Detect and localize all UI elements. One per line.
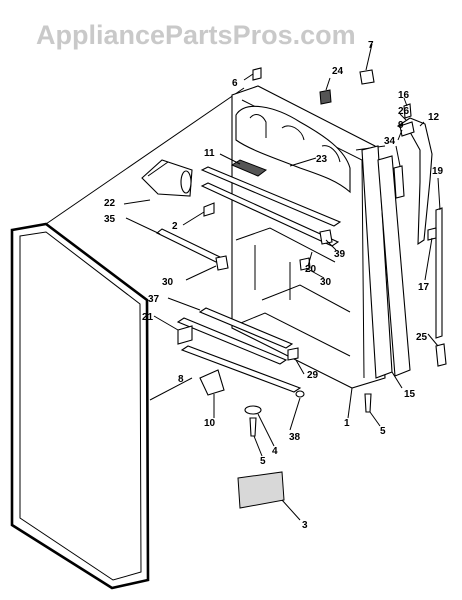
perspective-line bbox=[45, 87, 245, 225]
part-7-bushing bbox=[359, 69, 375, 85]
door-liner bbox=[231, 85, 386, 389]
part-10-handle-bracket bbox=[199, 369, 225, 396]
callout-20: 20 bbox=[305, 264, 317, 275]
part-6-screw bbox=[252, 67, 262, 81]
callout-5-bottom: 5 bbox=[260, 456, 266, 467]
callout-9: 9 bbox=[398, 120, 404, 131]
callout-8: 8 bbox=[178, 374, 184, 385]
callout-16: 16 bbox=[398, 90, 410, 101]
callout-30-right: 30 bbox=[320, 277, 332, 288]
part-21-bracket bbox=[177, 325, 193, 345]
callout-22: 22 bbox=[104, 198, 116, 209]
callout-3: 3 bbox=[302, 520, 308, 531]
callout-24: 24 bbox=[332, 66, 344, 77]
shelf-bars bbox=[155, 166, 342, 393]
part-4-hinge bbox=[244, 405, 262, 415]
part-5-screw-right bbox=[364, 393, 372, 413]
callout-17: 17 bbox=[418, 282, 430, 293]
callout-1: 1 bbox=[344, 418, 350, 429]
callout-labels: 6 7 24 16 26 12 9 34 19 11 23 22 35 2 39… bbox=[104, 40, 444, 531]
callout-10: 10 bbox=[204, 418, 216, 429]
callout-35: 35 bbox=[104, 214, 116, 225]
callout-38: 38 bbox=[289, 432, 301, 443]
part-29-clip bbox=[287, 347, 299, 361]
part-3-grille bbox=[237, 471, 285, 509]
callout-30-left: 30 bbox=[162, 277, 174, 288]
hinge-assembly bbox=[393, 103, 447, 367]
callout-37: 37 bbox=[148, 294, 160, 305]
callout-39: 39 bbox=[334, 249, 346, 260]
part-39-clip bbox=[319, 229, 333, 245]
part-38-cap bbox=[295, 390, 305, 398]
part-2-bracket bbox=[203, 202, 215, 217]
door-gasket bbox=[10, 222, 150, 590]
door-outer-panel bbox=[361, 145, 411, 379]
callout-25: 25 bbox=[416, 332, 428, 343]
part-30-clip-right bbox=[299, 257, 311, 271]
callout-7: 7 bbox=[368, 40, 374, 51]
callout-23: 23 bbox=[316, 154, 328, 165]
leader-lines bbox=[123, 43, 441, 521]
callout-11: 11 bbox=[204, 148, 215, 159]
callout-19: 19 bbox=[432, 166, 444, 177]
callout-12: 12 bbox=[428, 112, 440, 123]
butter-compartment bbox=[141, 159, 193, 197]
callout-29: 29 bbox=[307, 370, 319, 381]
callout-21: 21 bbox=[142, 312, 154, 323]
part-5-screw-bottom bbox=[249, 417, 257, 437]
callout-34: 34 bbox=[384, 136, 396, 147]
callout-6: 6 bbox=[232, 78, 238, 89]
part-11-cover bbox=[230, 159, 268, 177]
part-30-clip-left bbox=[215, 255, 229, 271]
watermark: AppliancePartsPros.com bbox=[36, 20, 356, 50]
callout-15: 15 bbox=[404, 389, 416, 400]
callout-2: 2 bbox=[172, 221, 178, 232]
callout-4: 4 bbox=[272, 446, 278, 457]
part-24-cap bbox=[319, 89, 332, 105]
callout-5-right: 5 bbox=[380, 426, 386, 437]
callout-26: 26 bbox=[398, 106, 410, 117]
